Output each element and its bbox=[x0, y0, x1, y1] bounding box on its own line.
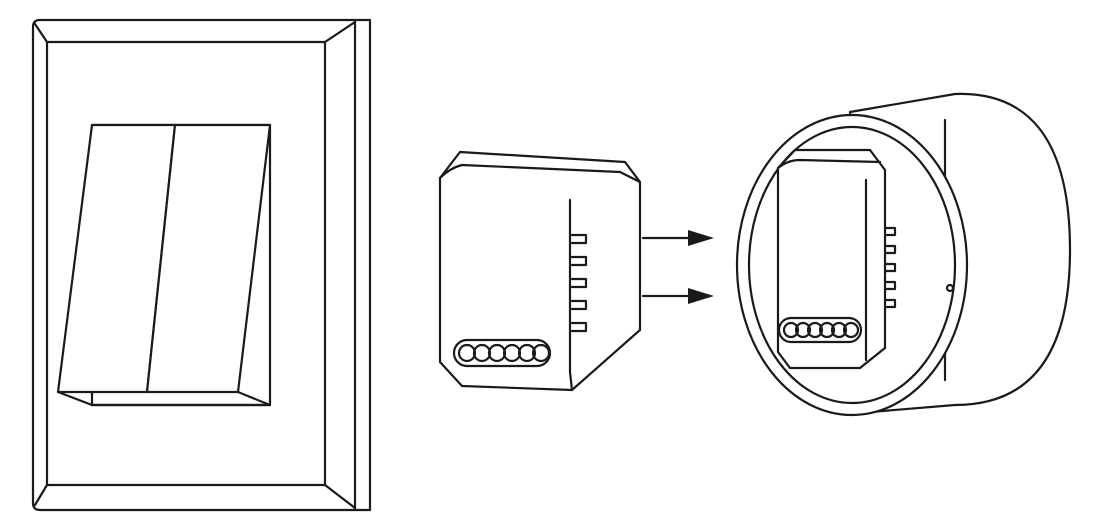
inserted-module-terminal-holes bbox=[782, 321, 860, 339]
relay-module bbox=[438, 150, 642, 392]
wall-box bbox=[735, 92, 1072, 417]
rocker-bottom-shadow bbox=[56, 390, 272, 407]
module-top-edge bbox=[438, 163, 642, 184]
arrow-head-bottom bbox=[688, 288, 714, 304]
wall-box-screw bbox=[945, 283, 955, 293]
inserted-module-pins bbox=[883, 226, 897, 309]
module-side-pins bbox=[570, 233, 588, 333]
wall-switch bbox=[31, 18, 372, 512]
inserted-module-body bbox=[776, 148, 887, 370]
arrows bbox=[641, 230, 714, 304]
inserted-module-edge bbox=[776, 158, 882, 362]
arrow-head-top bbox=[688, 230, 714, 246]
switch-inner-bevel bbox=[33, 20, 357, 510]
module-terminal-holes bbox=[457, 343, 551, 363]
module-side-edge bbox=[568, 198, 574, 392]
wall-box-inner-ring bbox=[747, 125, 957, 405]
